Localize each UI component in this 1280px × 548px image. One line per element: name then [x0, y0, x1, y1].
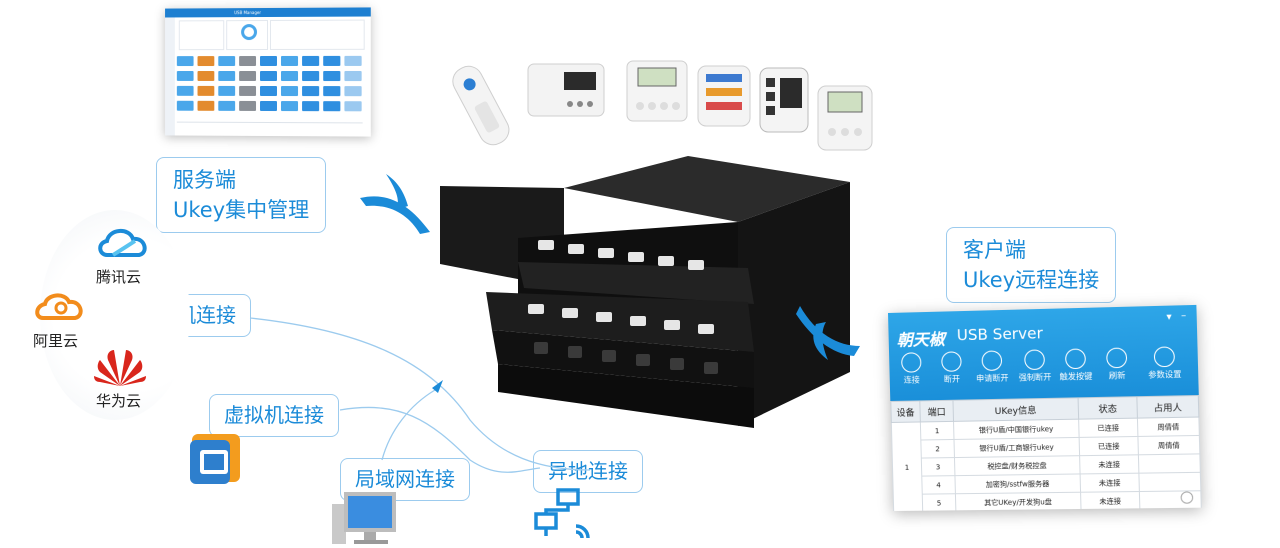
column-header[interactable]: 端口	[920, 400, 954, 422]
brand-logo: 朝天椒	[896, 326, 945, 351]
tap-icon	[1065, 348, 1086, 369]
ukey-info-cell: 税控盘/财务税控盘	[954, 456, 1080, 476]
unlink-icon	[941, 351, 962, 372]
toolbar-label: 连接	[904, 375, 920, 384]
virtual-machine-icon	[186, 430, 244, 488]
device-cell: 1	[891, 422, 922, 511]
ukey-table: 设备 端口 UKey信息 状态 占用人 1 1 银行U盾/中国银行ukey 已连…	[890, 395, 1202, 511]
status-cell: 未连接	[1080, 473, 1139, 492]
gear-icon	[1154, 346, 1175, 367]
status-cell: 未连接	[1080, 455, 1139, 474]
toolbar-label: 申请断开	[976, 373, 1009, 383]
request-unlink-icon	[981, 350, 1002, 371]
port-cell: 2	[921, 439, 955, 458]
toolbar-label: 刷新	[1109, 371, 1126, 381]
user-cell: 周倩倩	[1137, 417, 1199, 436]
huawei-cloud-icon	[92, 346, 148, 388]
tencent-cloud-icon	[95, 223, 151, 263]
column-header[interactable]: UKey信息	[953, 398, 1079, 422]
aliyun-icon	[33, 290, 89, 324]
refresh-icon	[1106, 347, 1127, 368]
minimize-icon[interactable]: ▾	[1166, 312, 1172, 323]
toolbar-connect-button[interactable]: 连接	[891, 352, 932, 386]
ukey-info-cell: 其它UKey/开发狗u盘	[955, 492, 1081, 511]
toolbar-request-disconnect-button[interactable]: 申请断开	[971, 350, 1012, 384]
port-cell: 3	[921, 458, 955, 477]
status-cell: 已连接	[1079, 436, 1138, 455]
cloud-name-aliyun: 阿里云	[33, 330, 78, 351]
ukey-info-cell: 银行U盾/工商银行ukey	[954, 437, 1080, 457]
user-cell: 周倩倩	[1138, 435, 1200, 454]
toolbar-label: 断开	[944, 374, 960, 383]
toolbar-force-disconnect-button[interactable]: 强制断开	[1014, 349, 1056, 383]
toolbar-disconnect-button[interactable]: 断开	[931, 351, 972, 385]
port-cell: 1	[920, 421, 954, 440]
window-header: 朝天椒 USB Server ▾ – 连接 断开 申请断开 强制断开 触发按键 …	[888, 305, 1199, 401]
ukey-info-cell: 银行U盾/中国银行ukey	[954, 419, 1080, 439]
table-row[interactable]: 5 其它UKey/开发狗u盘 未连接	[893, 491, 1201, 511]
status-cell: 未连接	[1081, 492, 1140, 511]
arrow-server-icon	[356, 168, 436, 240]
close-icon[interactable]: –	[1181, 310, 1187, 321]
usb-server-window: 朝天椒 USB Server ▾ – 连接 断开 申请断开 强制断开 触发按键 …	[888, 305, 1202, 511]
window-title: USB Server	[957, 324, 1043, 344]
column-header[interactable]: 状态	[1078, 397, 1137, 419]
force-unlink-icon	[1024, 349, 1045, 370]
port-cell: 5	[922, 494, 956, 511]
toolbar-label: 参数设置	[1148, 370, 1182, 380]
toolbar-trigger-key-button[interactable]: 触发按键	[1055, 348, 1097, 382]
toolbar-label: 触发按键	[1059, 372, 1092, 382]
scroll-handle-icon[interactable]	[1180, 491, 1193, 503]
lan-computer-icon	[330, 486, 400, 546]
cloud-name-tencent: 腾讯云	[96, 266, 141, 287]
toolbar-refresh-button[interactable]: 刷新	[1096, 347, 1138, 381]
column-header[interactable]: 设备	[891, 401, 921, 423]
cloud-name-huawei: 华为云	[96, 390, 141, 411]
port-cell: 4	[922, 476, 956, 494]
status-cell: 已连接	[1079, 418, 1138, 437]
link-icon	[901, 352, 922, 372]
arrow-client-icon	[792, 300, 864, 366]
user-cell	[1138, 454, 1200, 473]
column-header[interactable]: 占用人	[1137, 396, 1199, 419]
ukey-info-cell: 加密狗/sstfw服务器	[955, 474, 1081, 494]
user-cell	[1139, 472, 1201, 491]
toolbar-label: 强制断开	[1019, 373, 1052, 383]
toolbar-settings-button[interactable]: 参数设置	[1143, 346, 1186, 381]
remote-network-icon	[532, 486, 592, 544]
